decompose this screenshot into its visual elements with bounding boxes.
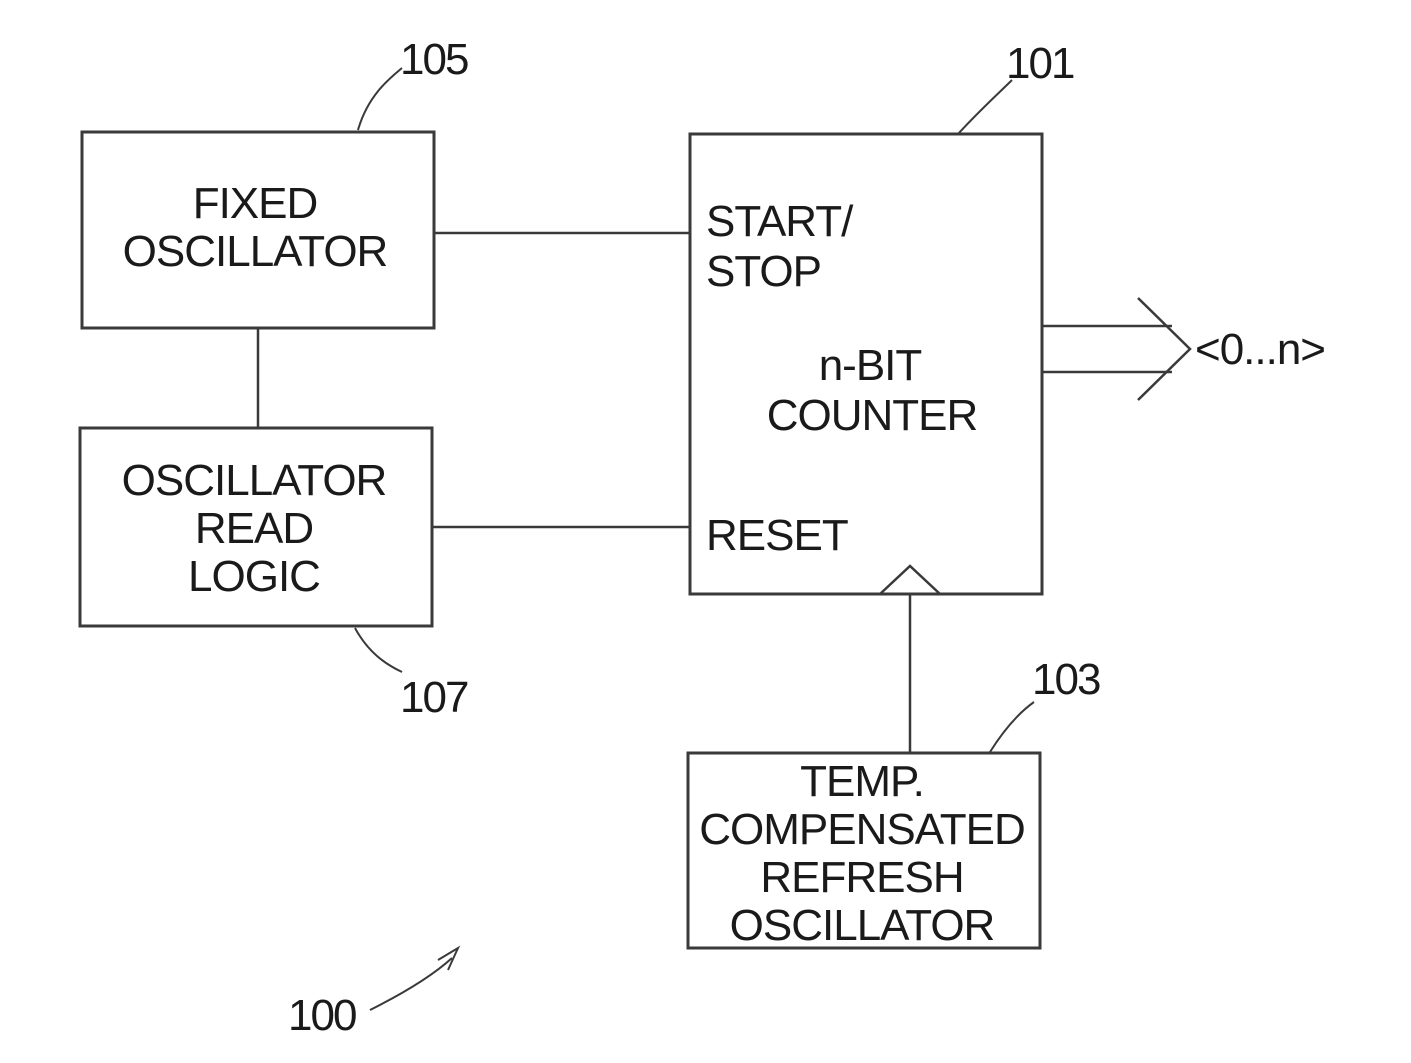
output-bus-label: <0...n>: [1195, 325, 1325, 374]
refresh-oscillator-label-line-2: COMPENSATED: [699, 805, 1025, 854]
figure-ref: 100: [288, 991, 356, 1040]
counter-title-line-2: COUNTER: [767, 391, 978, 440]
fixed-oscillator-label-line-2: OSCILLATOR: [123, 227, 388, 276]
refresh-oscillator-label-line-4: OSCILLATOR: [730, 901, 995, 950]
fixed-oscillator-ref-leader: [358, 68, 402, 130]
oscillator-read-logic-label-line-2: READ: [195, 504, 313, 553]
counter-ref-leader: [958, 80, 1012, 134]
oscillator-read-logic-block: OSCILLATOR READ LOGIC: [80, 428, 432, 626]
counter-block: START/ STOP n-BIT COUNTER RESET: [690, 134, 1042, 594]
output-bus-arrow: [1042, 298, 1190, 400]
refresh-oscillator-label-line-1: TEMP.: [800, 757, 924, 806]
fixed-oscillator-ref: 105: [400, 35, 468, 84]
oscillator-read-logic-ref: 107: [400, 673, 468, 722]
figure-ref-arrow: [370, 958, 452, 1010]
refresh-oscillator-ref-leader: [990, 702, 1034, 752]
counter-ref: 101: [1006, 39, 1074, 88]
counter-reset-label: RESET: [706, 511, 848, 560]
fixed-oscillator-label-line-1: FIXED: [193, 179, 318, 228]
output-bus-arrowhead: [1138, 298, 1190, 400]
oscillator-read-logic-label-line-1: OSCILLATOR: [122, 456, 387, 505]
fixed-oscillator-block: FIXED OSCILLATOR: [82, 132, 434, 328]
refresh-oscillator-label-line-3: REFRESH: [760, 853, 963, 902]
oscillator-read-logic-label-line-3: LOGIC: [188, 552, 320, 601]
refresh-oscillator-block: TEMP. COMPENSATED REFRESH OSCILLATOR: [688, 753, 1040, 950]
refresh-oscillator-ref: 103: [1032, 655, 1100, 704]
oscillator-read-logic-ref-leader: [355, 628, 402, 672]
counter-title-line-1: n-BIT: [819, 341, 922, 390]
counter-start-stop-line-1: START/: [706, 197, 854, 246]
counter-start-stop-line-2: STOP: [706, 247, 821, 296]
